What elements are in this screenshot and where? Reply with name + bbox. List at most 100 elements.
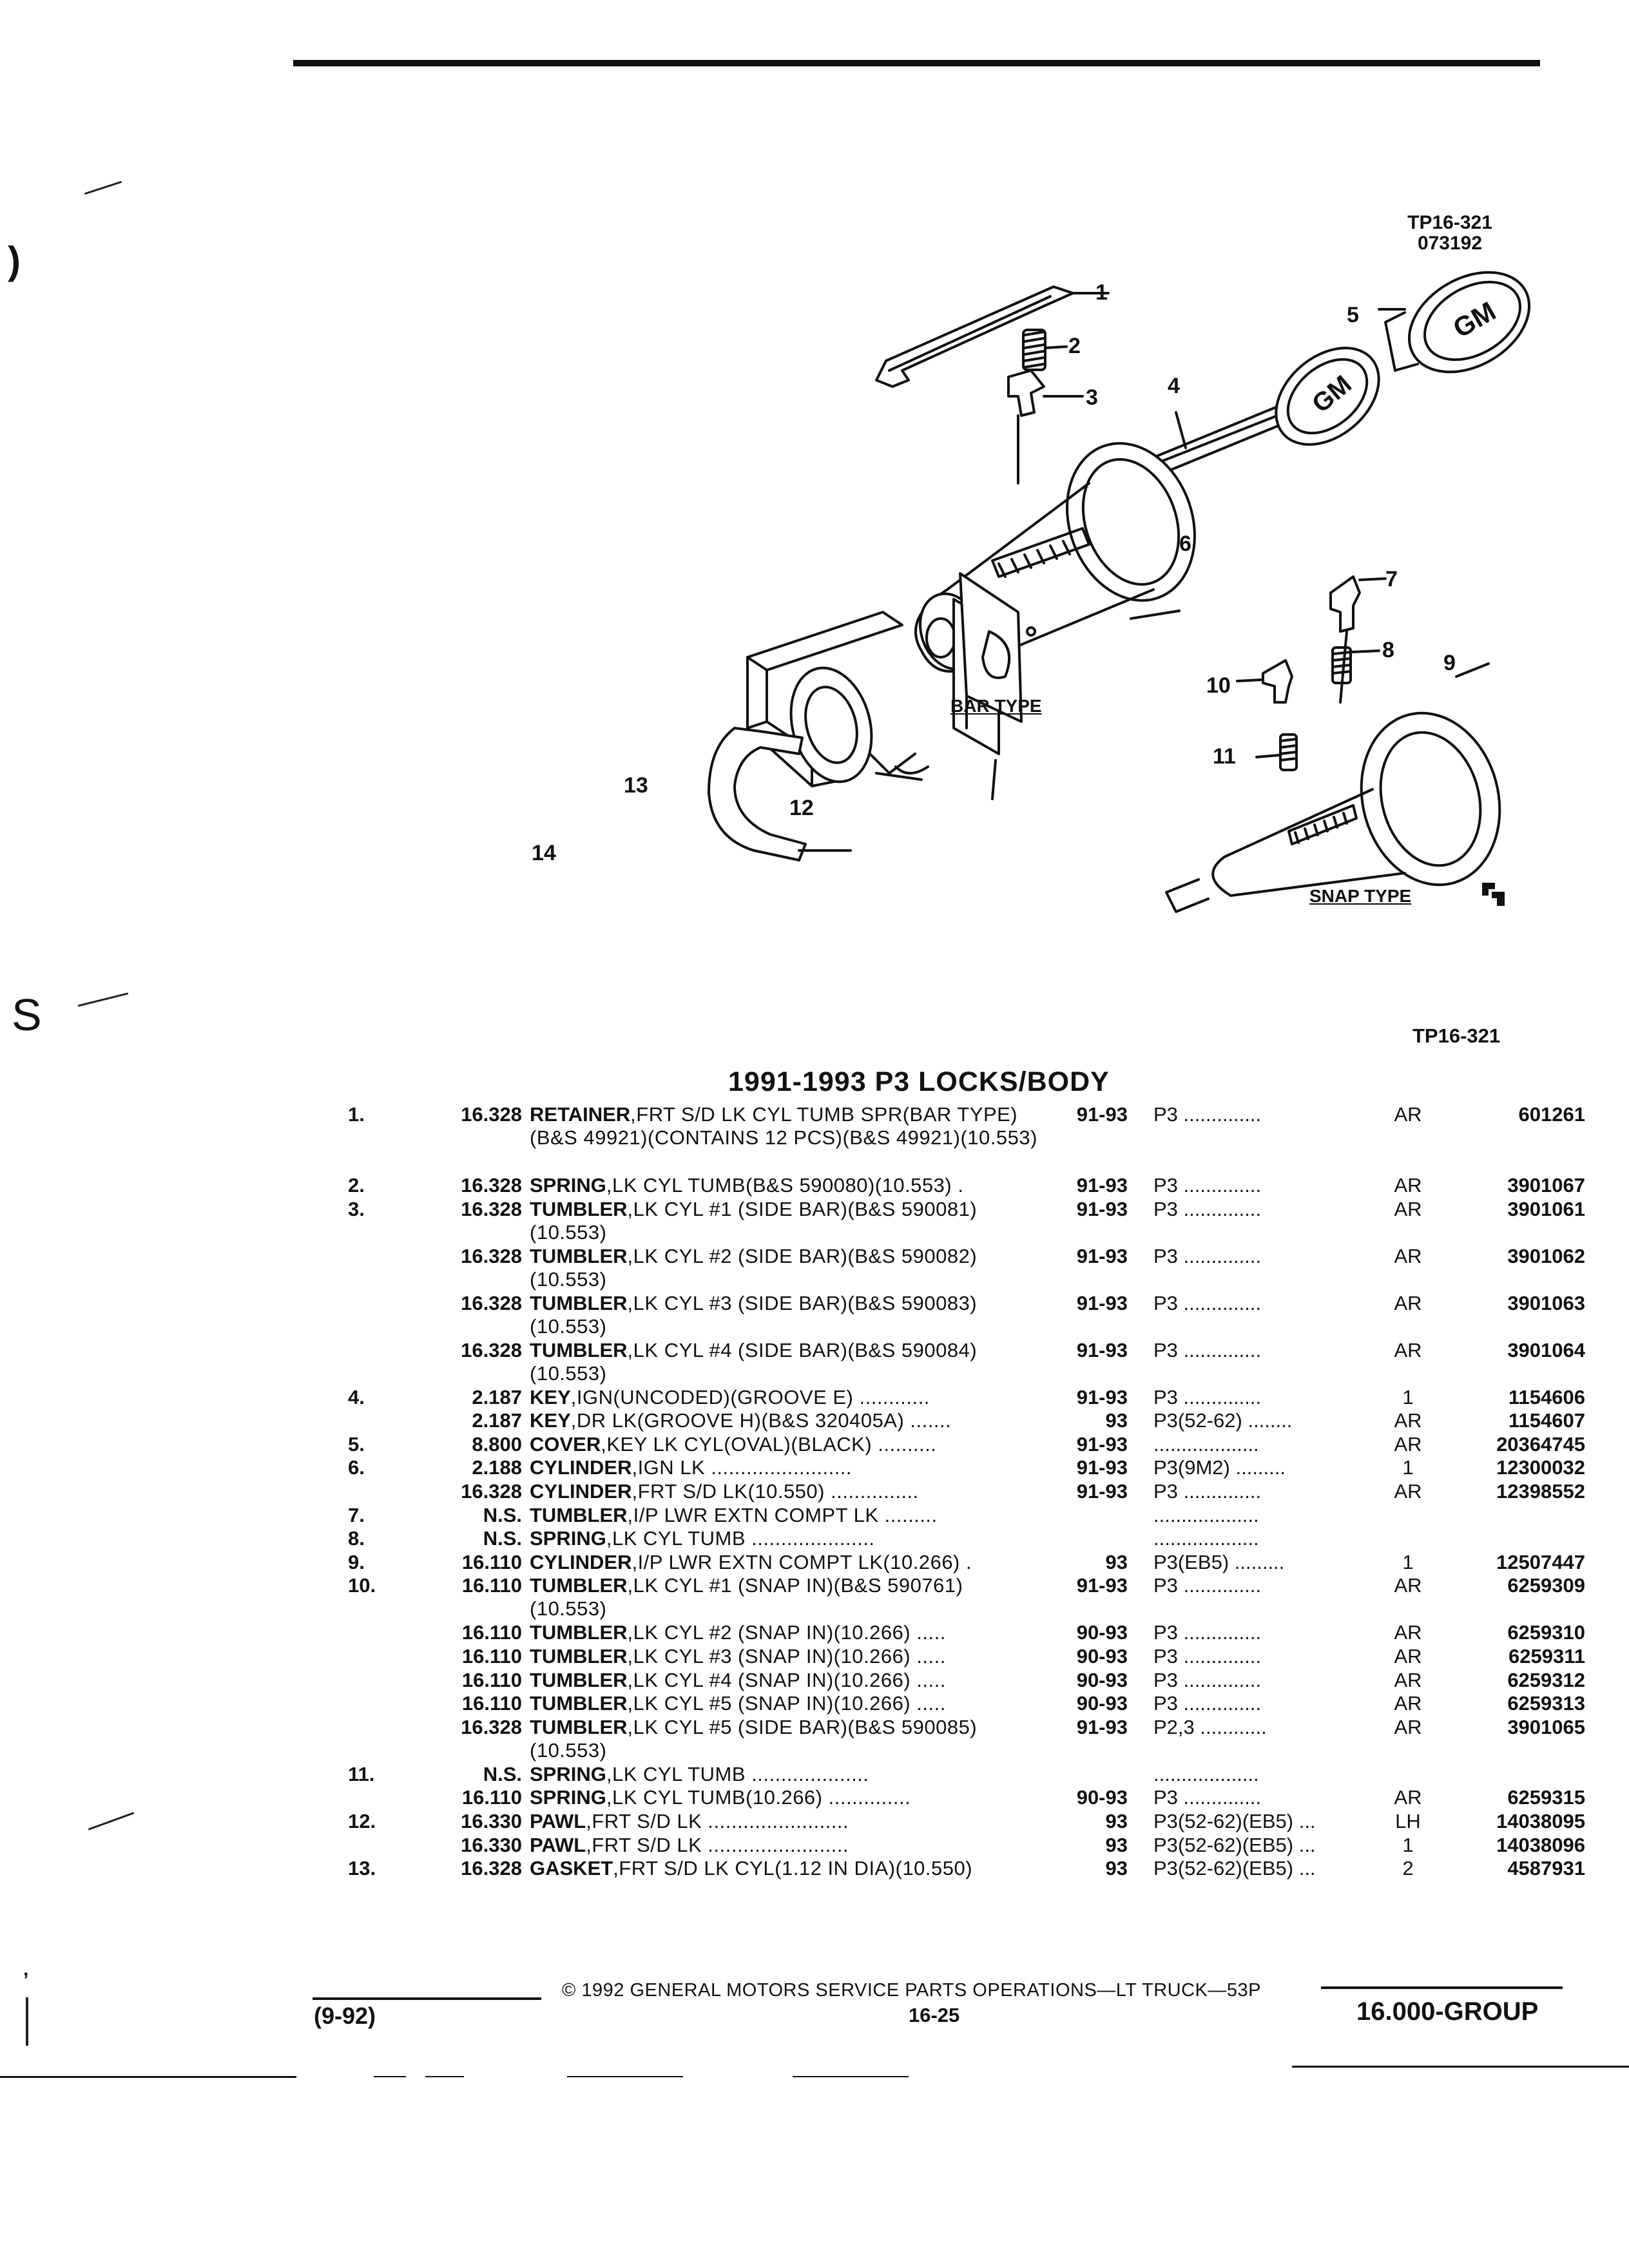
tumbler-part: [1007, 369, 1084, 485]
part-description: CYLINDER,I/P LWR EXTN COMPT LK(10.266) .: [530, 1551, 1045, 1574]
key-cover: [1378, 271, 1531, 374]
item-number: 10.: [348, 1574, 376, 1597]
callout-4: 4: [1168, 374, 1180, 398]
part-number: 3901062: [1507, 1244, 1585, 1267]
top-rule: [293, 60, 1540, 66]
group-number: 16.110: [461, 1692, 522, 1715]
item-number: 7.: [348, 1503, 365, 1526]
margin-mark: [88, 1812, 135, 1831]
years: 90-93: [1076, 1692, 1128, 1715]
quantity: AR: [1394, 1644, 1422, 1667]
callout-13: 13: [624, 773, 648, 798]
years: 93: [1105, 1809, 1128, 1832]
illustration-reference: TP16-321: [1412, 1024, 1501, 1047]
item-number: 13.: [348, 1857, 376, 1880]
part-detail: ,LK CYL #2 (SIDE BAR)(B&S 590082)(10.553…: [530, 1244, 978, 1291]
snap-spring-part: [1331, 646, 1380, 684]
ignition-key: [1152, 347, 1380, 472]
part-name: SPRING: [530, 1762, 606, 1785]
part-number: 6259313: [1507, 1692, 1585, 1715]
model-usage: P3 ..............: [1153, 1103, 1262, 1126]
part-name: RETAINER: [530, 1103, 631, 1126]
item-number: 12.: [348, 1809, 376, 1832]
years: 91-93: [1076, 1244, 1128, 1267]
group-number: 16.110: [461, 1550, 522, 1573]
part-number: 4587931: [1507, 1857, 1585, 1880]
part-name: TUMBLER: [530, 1668, 628, 1691]
table-row: 11.N.S....................SPRING,LK CYL …: [348, 1763, 1572, 1787]
item-number: 3.: [348, 1197, 365, 1220]
part-name: CYLINDER: [530, 1456, 632, 1479]
part-number: 6259309: [1507, 1574, 1585, 1597]
item-number: 2.: [348, 1174, 365, 1196]
margin-mark: S: [12, 990, 42, 1040]
part-name: TUMBLER: [530, 1715, 628, 1738]
part-name: TUMBLER: [530, 1644, 628, 1667]
years: 91-93: [1076, 1291, 1128, 1314]
part-name: GASKET: [530, 1857, 613, 1880]
corner-logo-icon: [1482, 883, 1505, 906]
callout-3: 3: [1086, 385, 1098, 410]
part-name: TUMBLER: [530, 1574, 628, 1597]
quantity: AR: [1394, 1432, 1422, 1456]
group-number: 2.187: [472, 1385, 522, 1408]
part-description: TUMBLER,I/P LWR EXTN COMPT LK .........: [530, 1504, 1045, 1527]
quantity: 2: [1402, 1857, 1414, 1880]
part-number: 3901067: [1507, 1174, 1585, 1196]
part-name: TUMBLER: [530, 1503, 628, 1526]
part-detail: ,FRT S/D LK CYL(1.12 IN DIA)(10.550): [613, 1857, 973, 1880]
part-name: KEY: [530, 1385, 571, 1408]
part-detail: ,LK CYL #5 (SIDE BAR)(B&S 590085)(10.553…: [530, 1715, 978, 1762]
bottom-scan-line: [425, 2076, 464, 2077]
part-detail: ,LK CYL TUMB(B&S 590080)(10.553) .: [606, 1174, 964, 1196]
part-description: GASKET,FRT S/D LK CYL(1.12 IN DIA)(10.55…: [530, 1857, 1045, 1880]
snap-spring-11: [1255, 733, 1298, 771]
years: 91-93: [1076, 1385, 1128, 1408]
margin-mark: ,: [23, 1959, 29, 1980]
quantity: AR: [1394, 1103, 1422, 1126]
years: 93: [1105, 1857, 1128, 1880]
part-name: TUMBLER: [530, 1197, 628, 1220]
quantity: LH: [1395, 1809, 1421, 1832]
retainer-part: [875, 285, 1110, 388]
part-detail: ,LK CYL #4 (SNAP IN)(10.266) .....: [627, 1668, 946, 1691]
part-description: RETAINER,FRT S/D LK CYL TUMB SPR(BAR TYP…: [530, 1103, 1045, 1149]
section-title: 1991-1993 P3 LOCKS/BODY: [728, 1066, 1110, 1097]
item-number: 6.: [348, 1456, 365, 1479]
margin-mark: ): [8, 239, 21, 282]
part-description: SPRING,LK CYL TUMB ....................: [530, 1763, 1045, 1786]
quantity: AR: [1394, 1692, 1422, 1715]
years: 91-93: [1076, 1338, 1128, 1361]
years: 90-93: [1076, 1786, 1128, 1809]
group-number: N.S.: [483, 1527, 522, 1550]
model-usage: P3 ..............: [1153, 1291, 1262, 1314]
years: 93: [1105, 1833, 1128, 1856]
part-number: 12300032: [1496, 1456, 1585, 1479]
years: 91-93: [1076, 1197, 1128, 1220]
part-detail: ,LK CYL TUMB(10.266) ..............: [606, 1786, 911, 1809]
part-description: KEY,DR LK(GROOVE H)(B&S 320405A) .......: [530, 1409, 1045, 1432]
date-code: (9-92): [314, 2003, 376, 2029]
page-number: 16-25: [909, 2004, 960, 2026]
part-name: SPRING: [530, 1174, 606, 1196]
part-name: SPRING: [530, 1527, 606, 1550]
group-number: 16.110: [461, 1668, 522, 1691]
part-description: PAWL,FRT S/D LK ........................: [530, 1834, 1045, 1857]
exploded-view-illustration: GM GM: [708, 271, 1531, 913]
model-usage: P3 ..............: [1153, 1621, 1262, 1644]
years: 91-93: [1076, 1456, 1128, 1479]
quantity: 1: [1402, 1456, 1414, 1479]
part-description: CYLINDER,FRT S/D LK(10.550) ............…: [530, 1480, 1045, 1503]
group-number: 16.328: [461, 1103, 522, 1126]
years: 91-93: [1076, 1479, 1128, 1503]
part-number: 6259311: [1509, 1644, 1585, 1667]
part-detail: ,KEY LK CYL(OVAL)(BLACK) ..........: [601, 1432, 937, 1456]
part-number: 1154607: [1509, 1409, 1585, 1432]
callout-2: 2: [1068, 334, 1081, 358]
